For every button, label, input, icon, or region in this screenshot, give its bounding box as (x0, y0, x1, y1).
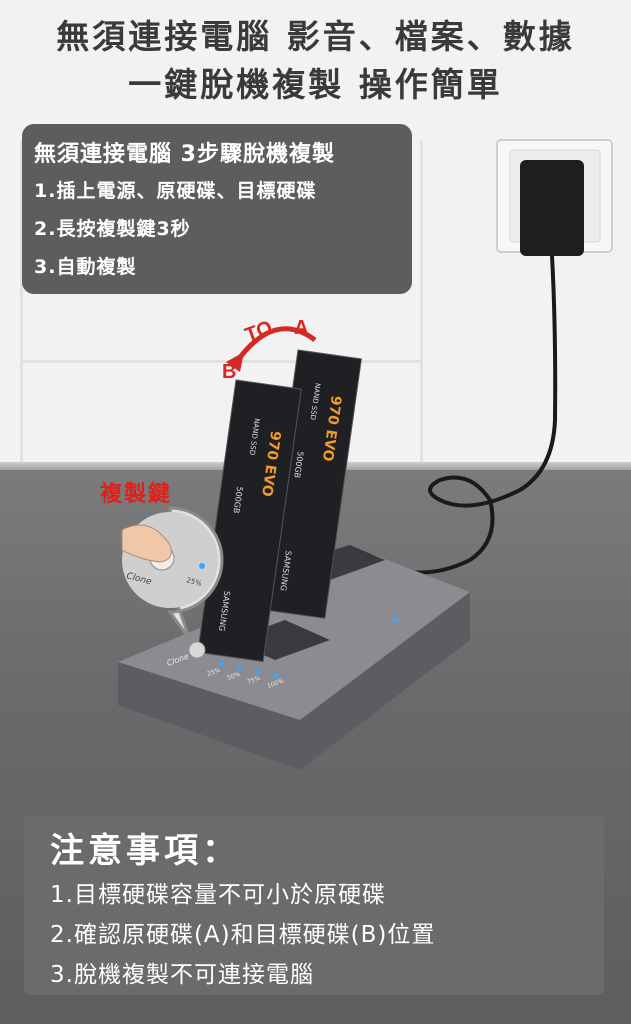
arrow-a-label: A (294, 317, 308, 339)
dock-led (273, 673, 279, 679)
dock-led (255, 669, 261, 675)
headline-line1: 無須連接電腦 影音、檔案、數據 (56, 17, 575, 56)
wall-panel-line (20, 360, 420, 363)
dock-led-label: 75% (246, 675, 261, 686)
steps-box: 無須連接電腦 3步驟脫機複製 1.插上電源、原硬碟、目標硬碟 2.長按複製鍵3秒… (22, 124, 412, 294)
steps-title: 無須連接電腦 3步驟脫機複製 (34, 142, 335, 167)
power-cable (409, 255, 558, 575)
notes-title: 注意事項： (50, 831, 240, 871)
note-item: 1.目標硬碟容量不可小於原硬碟 (50, 882, 386, 908)
step-item: 3.自動複製 (34, 256, 137, 278)
headline-line2: 一鍵脫機複製 操作簡單 (128, 65, 503, 104)
notes-box: 注意事項： 1.目標硬碟容量不可小於原硬碟 2.確認原硬碟(A)和目標硬碟(B)… (24, 815, 604, 995)
dock-status-led (392, 617, 398, 623)
step-item: 1.插上電源、原硬碟、目標硬碟 (34, 180, 317, 202)
note-item: 2.確認原硬碟(A)和目標硬碟(B)位置 (50, 922, 436, 948)
dock-led (219, 661, 225, 667)
note-item: 3.脫機複製不可連接電腦 (50, 962, 314, 988)
ssd-b: 970 EVO NAND SSD 500GB SAMSUNG (197, 379, 302, 663)
zoom-led-label: 25% (185, 576, 202, 588)
ssd-b-capacity: 500GB (231, 486, 244, 514)
dock-clone-button (188, 641, 206, 659)
arrow-b-label: B (222, 361, 236, 382)
wall-panel-line (420, 140, 423, 470)
dock-led-label: 50% (226, 671, 241, 682)
ssd-b-board (197, 379, 302, 663)
step-item: 2.長按複製鍵3秒 (34, 218, 191, 240)
zoom-led (199, 563, 205, 569)
arrow-head-icon (226, 352, 244, 372)
dock-led-label: 25% (206, 667, 221, 678)
power-adapter (520, 160, 584, 256)
wall-panel-line (20, 140, 23, 470)
arrow-to-label: TO (242, 317, 275, 347)
dock-led (237, 665, 243, 671)
clone-key-label: 複製鍵 (100, 482, 173, 507)
curved-arrow-icon (235, 326, 317, 362)
to-a-arrow: TO A B (222, 317, 317, 382)
ssd-a-capacity: 500GB (292, 451, 305, 479)
finger-icon (121, 524, 172, 563)
